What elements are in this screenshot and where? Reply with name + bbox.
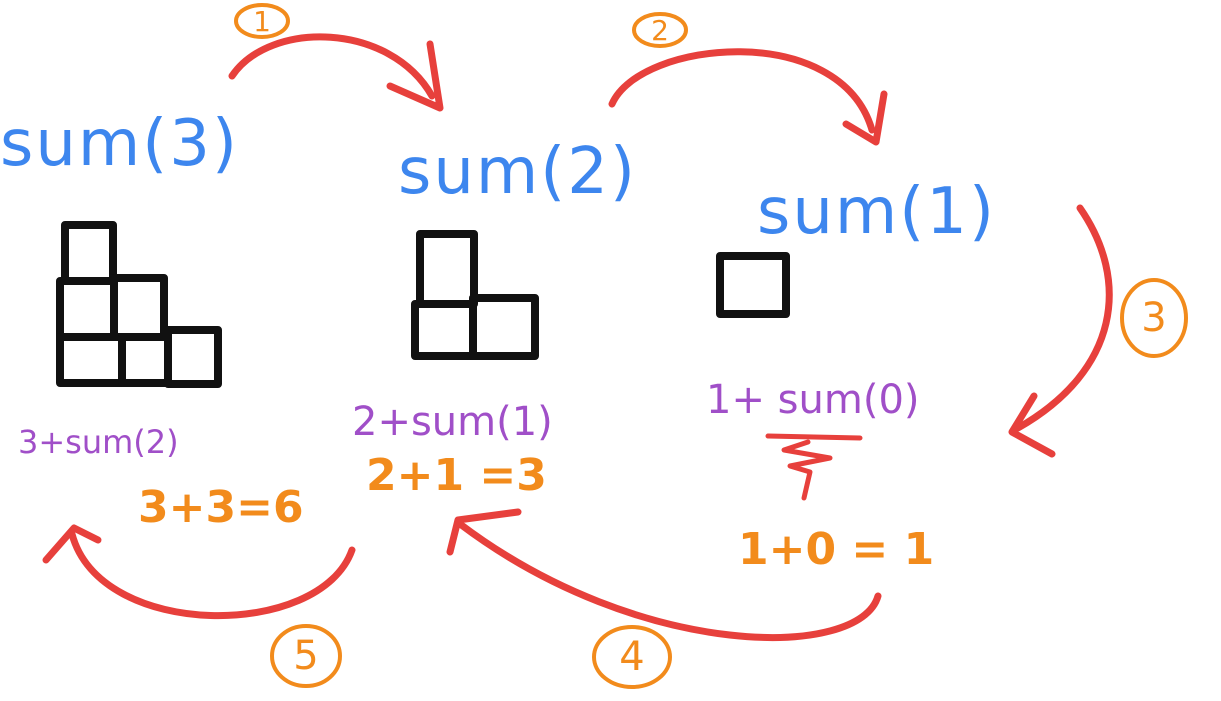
block — [56, 277, 118, 341]
arrow-step4 — [456, 520, 882, 641]
block — [118, 333, 172, 387]
arrow-step5 — [68, 530, 356, 620]
block — [61, 221, 117, 285]
step-circle-4 — [592, 625, 672, 689]
block — [56, 333, 126, 387]
expression-sum3: 3+sum(2) — [18, 423, 179, 461]
block — [416, 230, 478, 308]
arrowhead-step2 — [842, 90, 888, 146]
result-sum3: 3+3=6 — [138, 482, 304, 533]
arrow-step2 — [608, 48, 876, 134]
block — [110, 274, 168, 341]
arrow-step1 — [228, 33, 436, 100]
base-case-ground-icon — [765, 433, 863, 501]
step-circle-5 — [270, 624, 342, 688]
arrowhead-step5 — [42, 524, 102, 564]
step-number-2: 2 — [651, 14, 669, 47]
arrowhead-step3 — [1008, 392, 1056, 458]
block — [164, 326, 222, 388]
block — [411, 300, 477, 360]
block — [469, 294, 539, 360]
step-circle-1 — [234, 3, 290, 39]
blocks-sum2 — [411, 230, 539, 360]
arrowhead-step4 — [446, 508, 522, 556]
arrowhead-step1 — [386, 40, 444, 112]
step-number-1: 1 — [253, 5, 271, 38]
call-label-sum1: sum(1) — [757, 175, 996, 249]
step-number-5: 5 — [293, 633, 319, 679]
step-number-3: 3 — [1141, 295, 1167, 341]
expression-sum1: 1+ sum(0) — [706, 377, 920, 423]
expression-sum2: 2+sum(1) — [352, 399, 553, 445]
block — [716, 252, 790, 318]
step-circle-3 — [1120, 278, 1188, 358]
result-sum2: 2+1 =3 — [366, 450, 547, 501]
blocks-sum1 — [716, 252, 790, 318]
blocks-sum3 — [56, 221, 222, 388]
call-label-sum3: sum(3) — [0, 107, 239, 181]
arrow-step3 — [1014, 204, 1113, 432]
step-circle-2 — [632, 12, 688, 48]
call-label-sum2: sum(2) — [398, 135, 637, 209]
result-sum1: 1+0 = 1 — [738, 524, 935, 575]
step-number-4: 4 — [619, 634, 645, 680]
